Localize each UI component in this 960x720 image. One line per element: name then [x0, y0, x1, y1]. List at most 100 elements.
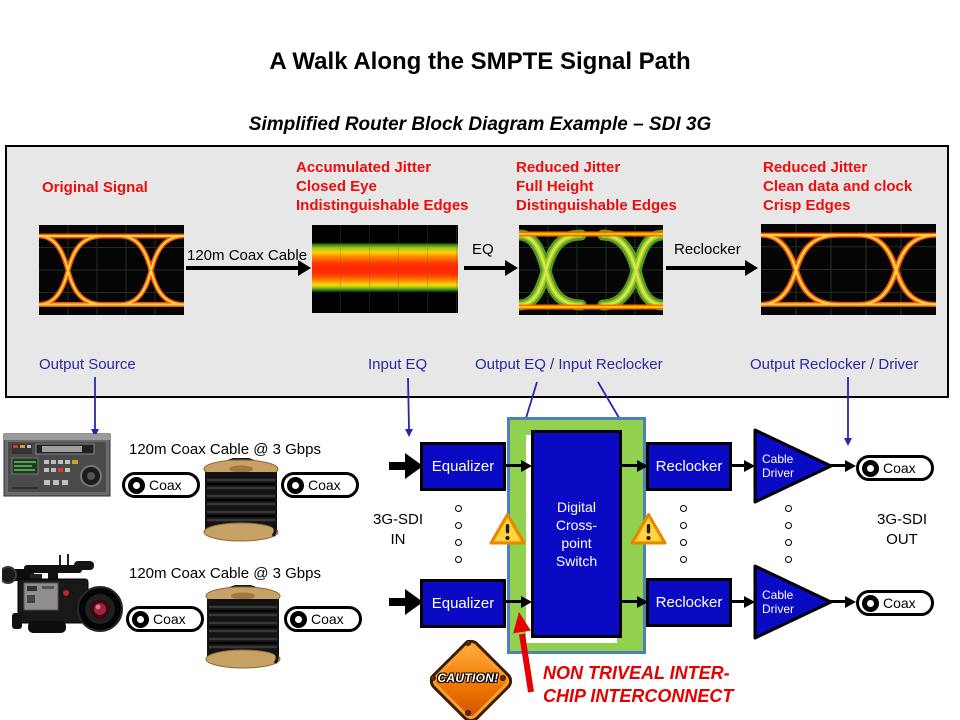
caption-line: Original Signal [42, 179, 148, 196]
eye-diagram-reclocked [761, 224, 936, 315]
flow-arrow [186, 266, 298, 270]
channel-dot [455, 522, 462, 529]
channel-dot [680, 556, 687, 563]
cable-driver-label: Cable Driver [762, 452, 794, 480]
caption-line: Clean data and clock [763, 178, 913, 195]
channel-dot [785, 522, 792, 529]
channel-dot [785, 556, 792, 563]
caption-line: Reduced Jitter [763, 159, 868, 176]
channel-dot [680, 539, 687, 546]
box-arrow [831, 464, 845, 467]
coax-label: Coax [308, 477, 341, 493]
coax-ring-icon [862, 594, 879, 612]
channel-dot [785, 505, 792, 512]
coax-connector: Coax [122, 472, 200, 498]
caption-line: Accumulated Jitter [296, 159, 432, 176]
signal-in-arrow [389, 589, 423, 615]
eye-diagram-original [39, 225, 184, 315]
equalizer-box: Equalizer [420, 579, 506, 628]
box-arrow [620, 464, 637, 467]
signal-in-arrow [389, 453, 423, 479]
channel-dot [455, 556, 462, 563]
cable-spool-image [203, 458, 279, 542]
caption-line: Distinguishable Edges [516, 197, 677, 214]
cable-run-label: 120m Coax Cable @ 3 Gbps [129, 441, 321, 458]
caution-badge-label: CAUTION! [437, 671, 499, 685]
equalizer-box: Equalizer [420, 442, 506, 491]
coax-connector: Coax [856, 590, 934, 616]
reclocker-box: Reclocker [646, 442, 732, 491]
cable-driver-triangle: Cable Driver [753, 564, 833, 640]
box-arrow [504, 464, 521, 467]
box-arrow [730, 600, 744, 603]
vtr-deck-image [3, 433, 111, 497]
port-label: Output Source [39, 356, 136, 373]
channel-dot [785, 539, 792, 546]
equalizer-label: Equalizer [431, 595, 495, 612]
flow-arrow-label: Reclocker [674, 241, 741, 258]
channel-dot [680, 522, 687, 529]
coax-ring-icon [287, 476, 304, 494]
coax-label: Coax [153, 611, 186, 627]
camera-image [2, 554, 123, 633]
coax-connector: Coax [126, 606, 204, 632]
stage-caption: Original Signal [42, 178, 148, 197]
channel-dot [680, 505, 687, 512]
stage-caption: Reduced Jitter Full Height Distinguishab… [516, 158, 677, 215]
eye-diagram-equalized [519, 225, 663, 315]
stage-caption: Reduced Jitter Clean data and clock Cris… [763, 158, 912, 215]
interconnect-warning-note: NON TRIVEAL INTER- CHIP INTERCONNECT [543, 663, 734, 706]
box-arrow [620, 600, 637, 603]
caption-line: Closed Eye [296, 178, 377, 195]
box-arrow [504, 600, 521, 603]
flow-arrow-label: EQ [472, 241, 494, 258]
cable-run-label: 120m Coax Cable @ 3 Gbps [129, 565, 321, 582]
switch-label-line: Switch [555, 553, 598, 569]
coax-ring-icon [290, 610, 307, 628]
slide-title: A Walk Along the SMPTE Signal Path [269, 48, 691, 75]
flow-arrow [666, 266, 745, 270]
flow-arrow [464, 266, 505, 270]
caption-line: Reduced Jitter [516, 159, 621, 176]
slide-subtitle: Simplified Router Block Diagram Example … [248, 114, 712, 135]
coax-label: Coax [149, 477, 182, 493]
channel-dot [455, 505, 462, 512]
cable-spool-image [205, 585, 281, 669]
coax-ring-icon [132, 610, 149, 628]
reclocker-label: Reclocker [655, 458, 723, 475]
box-arrow [730, 464, 744, 467]
equalizer-label: Equalizer [431, 458, 495, 475]
cable-driver-label: Cable Driver [762, 588, 794, 616]
output-port-label: 3G-SDI OUT [876, 511, 927, 548]
coax-label: Coax [883, 460, 916, 476]
coax-connector: Coax [281, 472, 359, 498]
cable-driver-triangle: Cable Driver [753, 428, 833, 504]
crosspoint-switch-box: Digital Cross- point Switch [531, 430, 622, 638]
reclocker-label: Reclocker [655, 594, 723, 611]
caption-line: Indistinguishable Edges [296, 197, 469, 214]
caption-line: Full Height [516, 178, 594, 195]
channel-dot [455, 539, 462, 546]
switch-label-line: Cross- [555, 517, 598, 533]
eye-diagram-closed [312, 225, 458, 313]
coax-connector: Coax [284, 606, 362, 632]
coax-label: Coax [883, 595, 916, 611]
caution-diamond-icon: CAUTION! [425, 635, 517, 720]
warning-triangle-icon [489, 513, 526, 545]
box-arrow [831, 600, 845, 603]
coax-ring-icon [128, 476, 145, 494]
coax-label: Coax [311, 611, 344, 627]
port-label: Input EQ [368, 356, 428, 373]
input-port-label: 3G-SDI IN [372, 511, 423, 548]
flow-arrow-label: 120m Coax Cable [187, 247, 308, 264]
coax-connector: Coax [856, 455, 934, 481]
switch-label-line: Digital [557, 499, 596, 515]
port-label: Output EQ / Input Reclocker [475, 356, 663, 373]
warning-triangle-icon [630, 513, 667, 545]
port-label: Output Reclocker / Driver [750, 356, 919, 373]
interconnect-arrow [513, 612, 534, 693]
coax-ring-icon [862, 459, 879, 477]
reclocker-box: Reclocker [646, 578, 732, 627]
switch-label-line: point [561, 535, 592, 551]
